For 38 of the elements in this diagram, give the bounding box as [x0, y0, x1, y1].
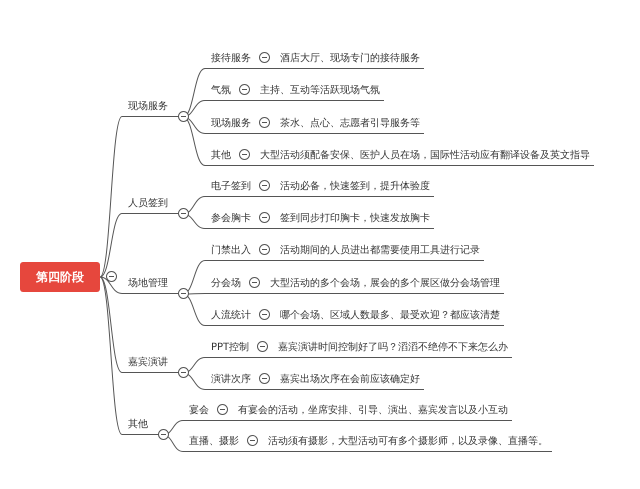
topic-text: 其他 — [211, 148, 231, 162]
topic-detail: 嘉宾出场次序在会前应该确定好 — [280, 372, 421, 386]
topic-text: 现场服务 — [211, 116, 251, 130]
topic-detail: 活动期间的人员进出都需要使用工具进行记录 — [280, 244, 481, 256]
topic-detail: 有宴会的活动，坐席安排、引导、演出、嘉宾发言以及小互动 — [238, 404, 509, 416]
topic-detail: 茶水、点心、志愿者引导服务等 — [280, 116, 421, 130]
topic-detail: 大型活动的多个会场，展会的多个展区做分会场管理 — [270, 276, 501, 290]
topic-detail: 大型活动须配备安保、医护人员在场，国际性活动应有翻译设备及英文指导 — [260, 148, 591, 162]
topic-text: 人流统计 — [211, 308, 251, 322]
topic-text: 第四阶段 — [36, 268, 84, 286]
topic-text: PPT控制 — [211, 340, 250, 354]
topic-text: 电子签到 — [211, 180, 251, 192]
root-topic-box — [20, 262, 100, 292]
topic-text: 接待服务 — [211, 52, 251, 64]
topic-detail: 签到同步打印胸卡，快速发放胸卡 — [280, 212, 431, 224]
connector-line — [100, 276, 122, 294]
topic-detail: 活动必备，快速签到，提升体验度 — [280, 180, 431, 192]
topic-detail: 哪个会场、区域人数最多、最受欢迎？都应该清楚 — [280, 308, 501, 322]
topic-text: 分会场 — [211, 276, 241, 290]
connector-line — [100, 276, 122, 373]
topic-detail: 嘉宾演讲时间控制好了吗？滔滔不绝停不下来怎么办 — [278, 340, 510, 354]
topic-text: 嘉宾演讲 — [128, 356, 168, 368]
topic-text: 场地管理 — [128, 276, 168, 290]
topic-text: 直播、摄影 — [189, 434, 239, 448]
topic-text: 门禁出入 — [211, 244, 251, 256]
topic-text: 宴会 — [189, 404, 209, 416]
topic-detail: 酒店大厅、现场专门的接待服务 — [280, 52, 421, 64]
topic-text: 现场服务 — [128, 100, 168, 112]
topic-text: 气氛 — [211, 84, 231, 96]
topic-text: 其他 — [128, 418, 148, 430]
topic-detail: 活动须有摄影，大型活动可有多个摄影师，以及录像、直播等。 — [268, 434, 549, 448]
topic-detail: 主持、互动等活跃现场气氛 — [260, 84, 381, 96]
connector-line — [100, 213, 122, 278]
connector-line — [100, 276, 122, 435]
connector-line — [100, 116, 122, 278]
topic-text: 人员签到 — [128, 196, 168, 210]
topic-text: 演讲次序 — [211, 372, 251, 386]
topic-text: 参会胸卡 — [211, 212, 251, 224]
